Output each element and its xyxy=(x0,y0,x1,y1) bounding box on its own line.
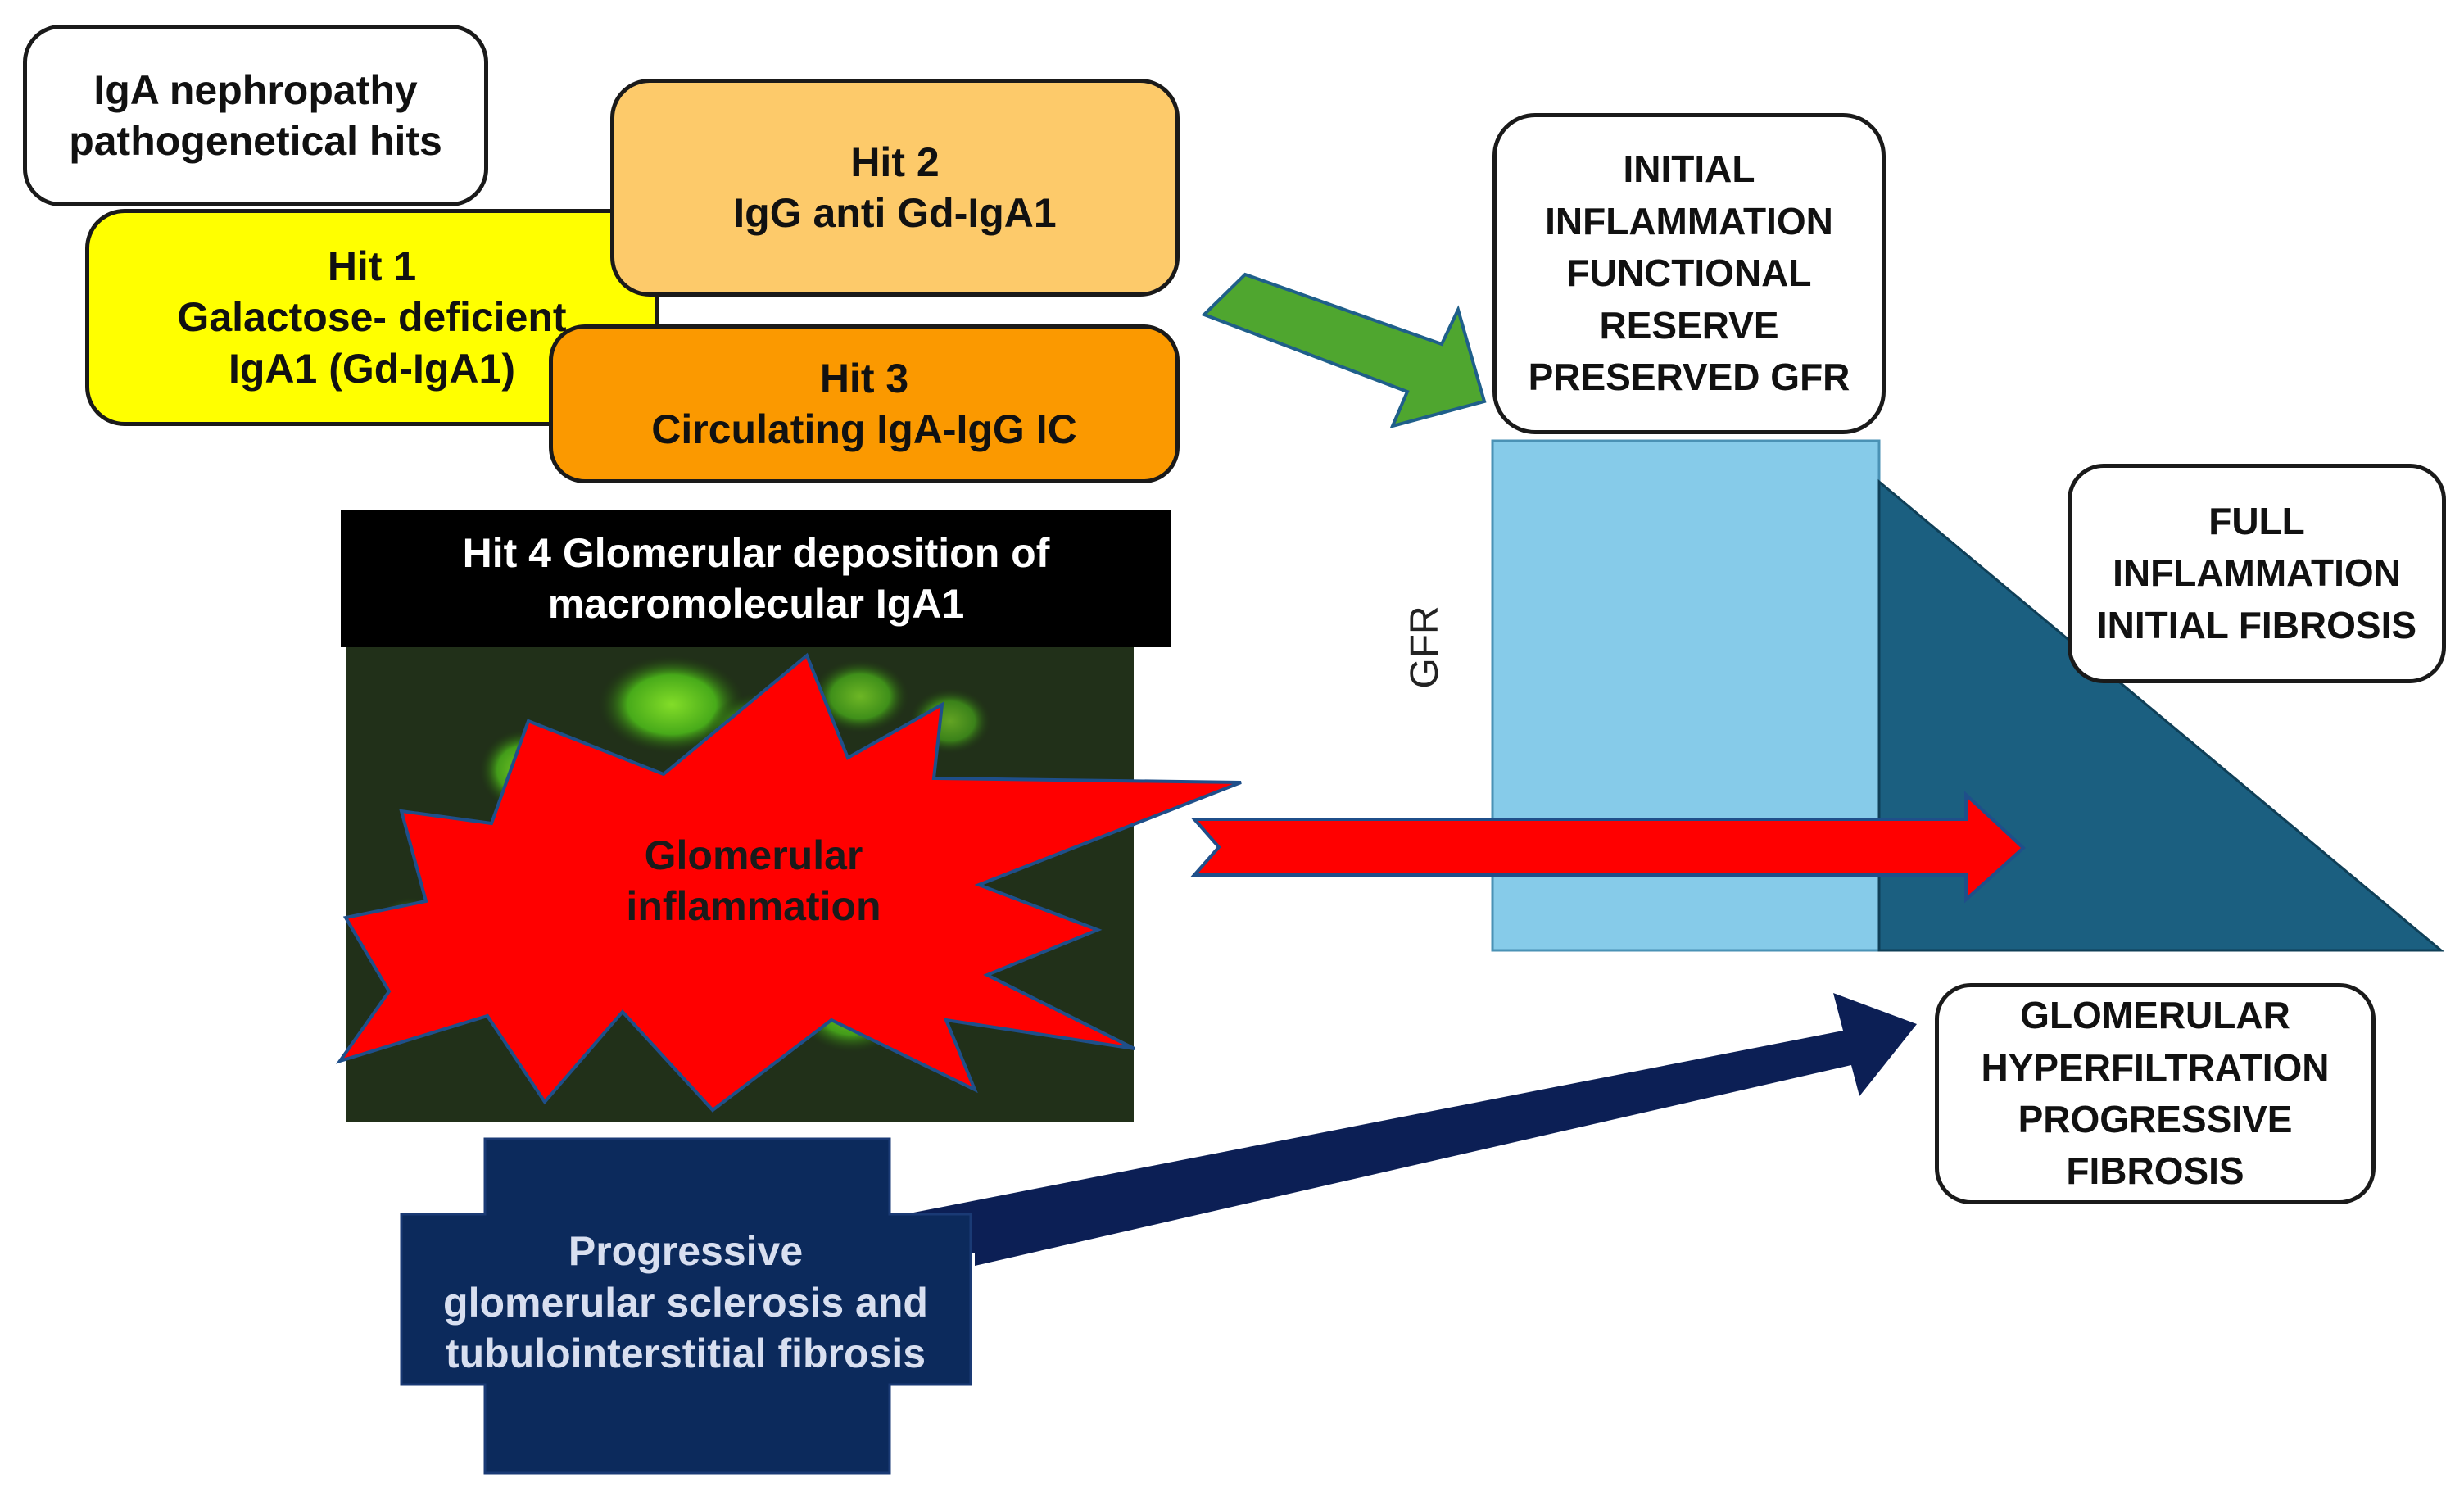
hit4-banner: Hit 4 Glomerular deposition of macromole… xyxy=(341,510,1171,647)
stage-hyper-line-2: HYPERFILTRATION xyxy=(1981,1045,2330,1089)
stage-initial-line-4: RESERVE xyxy=(1599,303,1779,347)
hit4-line-2: macromolecular IgA1 xyxy=(547,581,965,627)
inflammation-burst-shape xyxy=(335,652,1242,1113)
stage-full-line-3: INITIAL FIBROSIS xyxy=(2096,603,2417,646)
green-arrow xyxy=(1201,272,1487,428)
stage-initial-line-2: INFLAMMATION xyxy=(1545,199,1833,243)
hit3-line-1: Hit 3 xyxy=(819,355,909,401)
stage-full-line-1: FULL xyxy=(2208,499,2305,542)
stage-hyper-line-3: PROGRESSIVE xyxy=(2018,1098,2293,1140)
progressive-line-2: glomerular sclerosis and xyxy=(443,1279,928,1326)
inflammation-label: Glomerular inflammation xyxy=(541,819,967,942)
hit1-line-1: Hit 1 xyxy=(327,243,417,289)
stage-full-box: FULL INFLAMMATION INITIAL FIBROSIS xyxy=(2068,464,2446,683)
hit1-line-3: IgA1 (Gd-IgA1) xyxy=(229,345,515,392)
navy-arrow xyxy=(905,993,1917,1266)
stage-hyper-line-4: FIBROSIS xyxy=(2066,1149,2244,1193)
stage-initial-line-3: FUNCTIONAL xyxy=(1566,252,1812,295)
stage-initial-line-1: INITIAL xyxy=(1623,147,1755,191)
hit2-box: Hit 2 IgG anti Gd-IgA1 xyxy=(610,79,1180,297)
title-line-1: IgA nephropathy xyxy=(93,66,418,113)
gfr-axis-label: GFR xyxy=(1402,590,1452,705)
inflammation-line-2: inflammation xyxy=(626,883,881,929)
hit2-line-1: Hit 2 xyxy=(850,138,940,185)
inflammation-line-1: Glomerular xyxy=(644,832,863,878)
title-box: IgA nephropathy pathogenetical hits xyxy=(23,25,488,206)
stage-full-line-2: INFLAMMATION xyxy=(2113,551,2401,595)
red-arrow xyxy=(1190,791,2026,904)
title-line-2: pathogenetical hits xyxy=(69,118,442,164)
stage-initial-line-5: PRESERVED GFR xyxy=(1528,356,1850,399)
gfr-dark-triangle xyxy=(1877,478,2445,952)
progressive-label: Progressive glomerular sclerosis and tub… xyxy=(403,1204,968,1401)
gfr-axis-text: GFR xyxy=(1403,605,1447,689)
stage-initial-box: INITIAL INFLAMMATION FUNCTIONAL RESERVE … xyxy=(1492,113,1886,434)
hit3-line-2: Circulating IgA-IgG IC xyxy=(651,406,1077,452)
hit4-line-1: Hit 4 Glomerular deposition of xyxy=(462,529,1050,576)
stage-hyper-line-1: GLOMERULAR xyxy=(2020,994,2290,1037)
hit2-line-2: IgG anti Gd-IgA1 xyxy=(733,190,1057,236)
progressive-line-1: Progressive xyxy=(568,1228,804,1275)
stage-hyper-box: GLOMERULAR HYPERFILTRATION PROGRESSIVE F… xyxy=(1935,983,2376,1204)
progressive-cross-shape xyxy=(400,1137,972,1475)
progressive-line-3: tubulointerstitial fibrosis xyxy=(445,1331,926,1377)
hit1-line-2: Galactose- deficient xyxy=(177,294,567,341)
hit3-box: Hit 3 Circulating IgA-IgG IC xyxy=(549,324,1180,483)
